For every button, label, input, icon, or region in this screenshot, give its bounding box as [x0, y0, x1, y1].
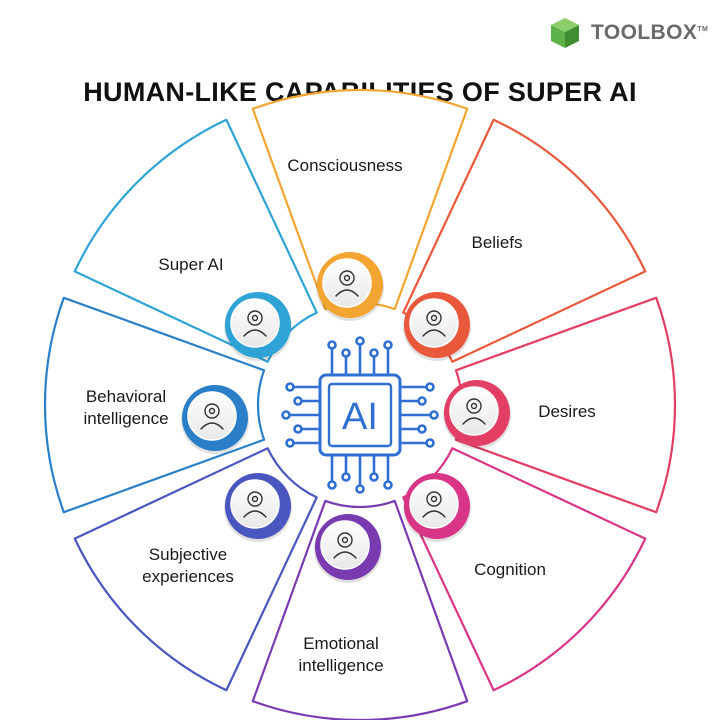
heart-gear-person-icon [314, 514, 382, 583]
petal-behavioral-intelligence [43, 296, 266, 514]
gear-head-icon [403, 473, 471, 542]
cube-logo-icon [551, 18, 579, 48]
ai-circuit-icon [224, 292, 292, 361]
label-subjective-experiences: Subjective experiences [142, 545, 234, 586]
praying-person-icon [403, 292, 471, 361]
person-checklist-icon [224, 473, 292, 542]
brand-name: TOOLBOXTM [591, 21, 709, 44]
label-beliefs: Beliefs [471, 233, 523, 252]
label-behavioral-intelligence: Behavioral intelligence [83, 387, 169, 428]
trademark-mark: TM [697, 26, 709, 33]
label-desires: Desires [538, 402, 596, 421]
petal-emotional-intelligence [251, 499, 469, 720]
thinking-head-icon [181, 385, 249, 454]
hub-label: AI [342, 396, 378, 438]
brain-head-icon [316, 252, 384, 321]
ai-hub-chip: AI [281, 336, 439, 494]
toolbox-logo: TOOLBOXTM [548, 16, 708, 50]
label-super-ai: Super AI [158, 255, 224, 274]
label-consciousness: Consciousness [287, 156, 403, 175]
label-emotional-intelligence: Emotional intelligence [298, 634, 384, 675]
wish-person-icon [443, 380, 511, 449]
label-cognition: Cognition [474, 560, 546, 579]
